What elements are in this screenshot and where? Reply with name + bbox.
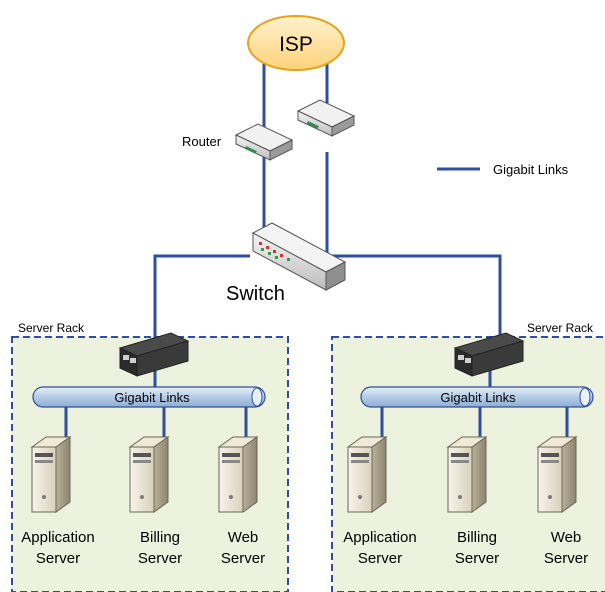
server-label-line1: Application	[343, 529, 416, 546]
server-label-line2: Server	[138, 550, 182, 567]
server-label-line2: Server	[358, 550, 402, 567]
router-icon	[296, 99, 356, 137]
isp-node: ISP	[247, 15, 345, 71]
server-label-line1: Billing	[457, 529, 497, 546]
switch-icon	[251, 222, 347, 291]
server-rack-label-right: Server Rack	[527, 321, 594, 335]
server-icon	[30, 436, 72, 513]
server-label-line2: Server	[544, 550, 588, 567]
gigabit-link-lines	[64, 58, 569, 438]
server-label-line1: Web	[228, 529, 259, 546]
bus-label-right: Gigabit Links	[440, 390, 516, 405]
server-icon	[346, 436, 388, 513]
server-rack-label-left: Server Rack	[18, 321, 85, 335]
server-label-line2: Server	[455, 550, 499, 567]
switch-label: Switch	[226, 283, 285, 305]
server-label-line1: Application	[21, 529, 94, 546]
router-icon	[234, 123, 294, 161]
gigabit-bus-left: Gigabit Links	[32, 386, 266, 408]
server-label-line2: Server	[36, 550, 80, 567]
server-label-line1: Billing	[140, 529, 180, 546]
isp-label: ISP	[279, 33, 313, 56]
server-label-line1: Web	[551, 529, 582, 546]
server-label-line2: Server	[221, 550, 265, 567]
server-icon	[128, 436, 170, 513]
gigabit-bus-right: Gigabit Links	[360, 386, 594, 408]
bus-label-left: Gigabit Links	[114, 390, 190, 405]
legend-label: Gigabit Links	[493, 162, 569, 177]
rack-switch-icon	[453, 332, 525, 377]
rack-switch-icon	[118, 332, 190, 377]
server-icon	[446, 436, 488, 513]
router-label: Router	[182, 134, 222, 149]
server-icon	[536, 436, 578, 513]
legend: Gigabit Links	[437, 162, 569, 177]
server-icon	[217, 436, 259, 513]
